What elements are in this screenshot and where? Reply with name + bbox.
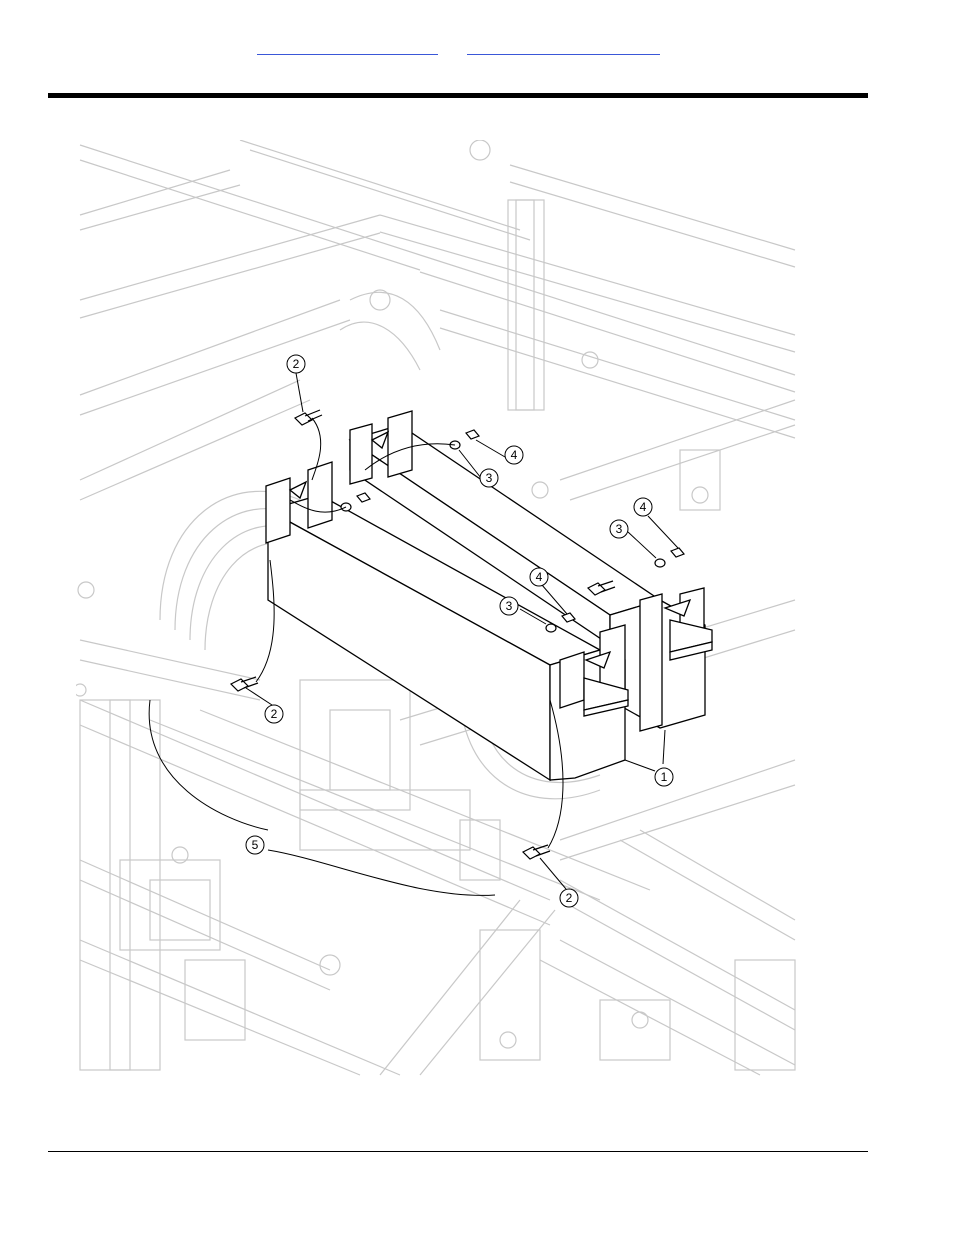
- svg-text:3: 3: [616, 522, 623, 536]
- parts-diagram: 2 4 3 4 3 4 3 2 1 5 2: [76, 140, 798, 1077]
- callout-2-bot: 2: [560, 889, 578, 907]
- callout-2-top: 2: [287, 355, 305, 373]
- callout-5: 5: [246, 836, 264, 854]
- callout-4-c: 4: [530, 568, 548, 586]
- svg-text:2: 2: [566, 891, 573, 905]
- svg-text:4: 4: [536, 570, 543, 584]
- svg-text:4: 4: [511, 448, 518, 462]
- svg-text:3: 3: [506, 599, 513, 613]
- callout-4-b: 4: [634, 498, 652, 516]
- header-rule: [48, 93, 868, 98]
- svg-text:4: 4: [640, 500, 647, 514]
- callout-3-a: 3: [480, 469, 498, 487]
- callout-4-a: 4: [505, 446, 523, 464]
- callout-2-mid: 2: [265, 705, 283, 723]
- svg-text:5: 5: [252, 838, 259, 852]
- callout-3-b: 3: [610, 520, 628, 538]
- footer-rule: [48, 1151, 868, 1152]
- svg-text:3: 3: [486, 471, 493, 485]
- header-link-right[interactable]: [467, 40, 660, 55]
- callout-1: 1: [655, 768, 673, 786]
- bolt-bottom: [523, 845, 550, 859]
- svg-text:1: 1: [661, 770, 668, 784]
- callout-3-c: 3: [500, 597, 518, 615]
- svg-text:2: 2: [271, 707, 278, 721]
- header-link-left[interactable]: [257, 40, 438, 55]
- svg-text:2: 2: [293, 357, 300, 371]
- bolt-top: [295, 410, 322, 425]
